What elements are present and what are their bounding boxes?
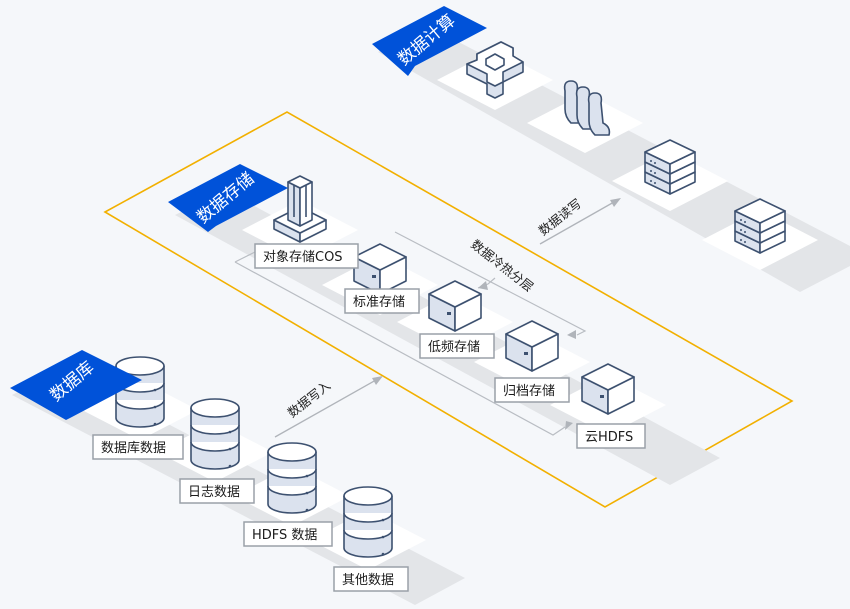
write-label: 数据写入 xyxy=(285,377,334,420)
label-standard: 标准存储 xyxy=(344,288,420,314)
svg-text:其他数据: 其他数据 xyxy=(342,573,394,588)
label-infrequent: 低频存储 xyxy=(419,333,495,359)
label-archive: 归档存储 xyxy=(494,377,570,403)
svg-text:HDFS 数据: HDFS 数据 xyxy=(252,528,317,543)
database-icon xyxy=(343,486,393,558)
tiering-connector-top xyxy=(394,231,587,336)
svg-text:归档存储: 归档存储 xyxy=(503,384,555,399)
read-write-arrow: 数据读写 xyxy=(536,196,621,245)
database-flag: 数据库 xyxy=(10,350,142,420)
database-icon xyxy=(115,356,165,428)
svg-text:数据库数据: 数据库数据 xyxy=(101,440,166,456)
tiering-arrow-head-1 xyxy=(478,281,488,290)
label-other-data: 其他数据 xyxy=(333,566,409,592)
tiering-label: 数据冷热分层 xyxy=(468,237,536,295)
tiering-arrow-head-2 xyxy=(567,330,576,339)
svg-text:低频存储: 低频存储 xyxy=(428,340,480,355)
server-rack-icon xyxy=(644,139,696,195)
svg-text:日志数据: 日志数据 xyxy=(188,485,240,500)
svg-text:对象存储COS: 对象存储COS xyxy=(263,250,343,265)
svg-text:云HDFS: 云HDFS xyxy=(585,430,633,445)
label-cos: 对象存储COS xyxy=(254,243,359,269)
database-icon xyxy=(190,398,240,470)
database-icon xyxy=(267,442,317,514)
label-db-data: 数据库数据 xyxy=(92,434,184,460)
server-rack-icon xyxy=(734,198,786,254)
storage-highlight-frame xyxy=(103,111,794,508)
label-hdfs: 云HDFS xyxy=(576,423,646,449)
tiering-arrow-head-3 xyxy=(565,421,573,430)
label-hdfs-data: HDFS 数据 xyxy=(243,521,333,547)
label-log-data: 日志数据 xyxy=(179,478,255,504)
tiering-connector-outer xyxy=(234,261,566,436)
write-arrow: 数据写入 xyxy=(274,376,383,438)
svg-text:标准存储: 标准存储 xyxy=(353,295,405,310)
